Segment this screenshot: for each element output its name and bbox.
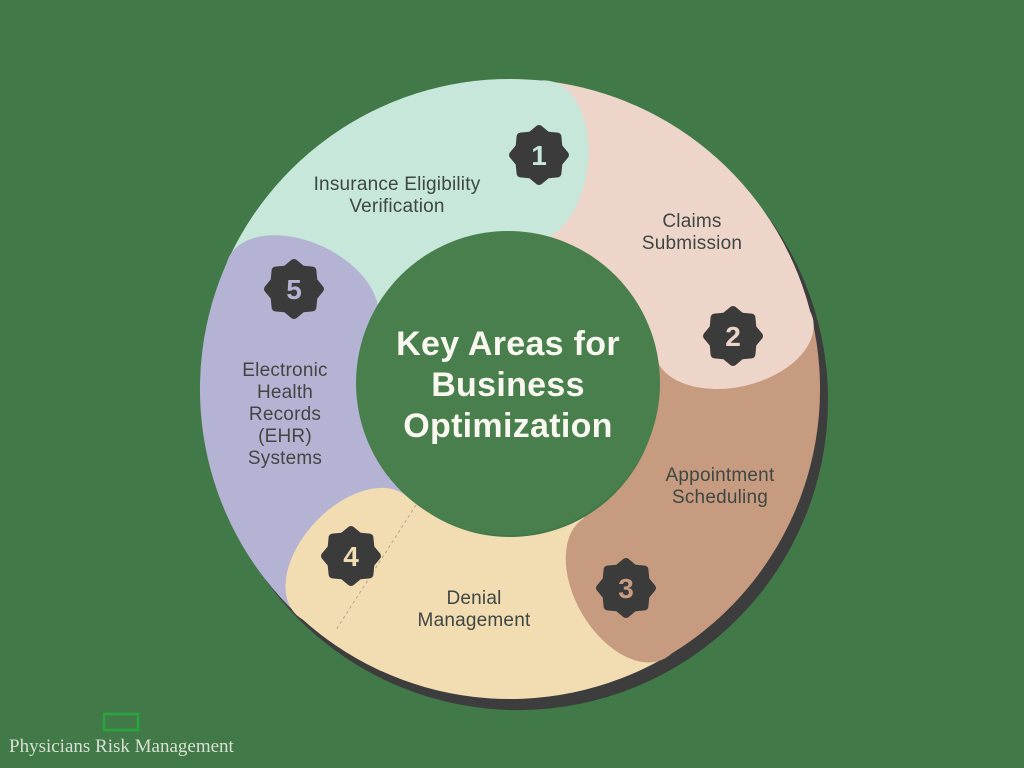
brand-name: Physicians Risk Management (9, 736, 235, 757)
center-circle (356, 231, 660, 535)
segment-3-label-line-2: Scheduling (672, 487, 768, 508)
badge-4: 4 (321, 526, 381, 586)
badge-4-seal-icon (321, 526, 381, 586)
segment-4-label-line-1: Denial (446, 588, 501, 609)
badge-5: 5 (264, 259, 324, 319)
segment-5-label-line-3: Records (249, 404, 321, 425)
center-title-line-2: Business (431, 366, 585, 404)
badge-3: 3 (596, 558, 656, 618)
seam-line (335, 504, 417, 631)
segment-2-label-line-1: Claims (662, 211, 721, 232)
badge-5-seal-icon (264, 259, 324, 319)
segment-2-label-line-2: Submission (642, 233, 742, 254)
center-title-line-3: Optimization (403, 407, 612, 445)
segment-3-label-line-1: Appointment (666, 465, 775, 486)
segment-4-label-line-2: Management (418, 610, 531, 631)
segment-5-label-line-4: (EHR) (258, 426, 312, 447)
badge-3-number: 3 (618, 573, 634, 604)
brand-logo-icon (102, 712, 140, 732)
segment-1-label-line-1: Insurance Eligibility (314, 174, 481, 195)
badge-5-number: 5 (286, 274, 302, 305)
segment-5-label-line-1: Electronic (242, 360, 327, 381)
badge-2-seal-icon (703, 306, 763, 366)
badge-3-seal-icon (596, 558, 656, 618)
segment-5-label-line-5: Systems (248, 448, 322, 469)
badge-1-seal-icon (509, 125, 569, 185)
badge-1: 1 (509, 125, 569, 185)
badge-2: 2 (703, 306, 763, 366)
segment-5-label-line-2: Health (257, 382, 313, 403)
segment-1-label-line-2: Verification (349, 196, 444, 217)
badge-2-number: 2 (725, 321, 741, 352)
center-title-line-1: Key Areas for (396, 325, 620, 363)
badge-4-number: 4 (343, 541, 359, 572)
badge-1-number: 1 (531, 140, 547, 171)
